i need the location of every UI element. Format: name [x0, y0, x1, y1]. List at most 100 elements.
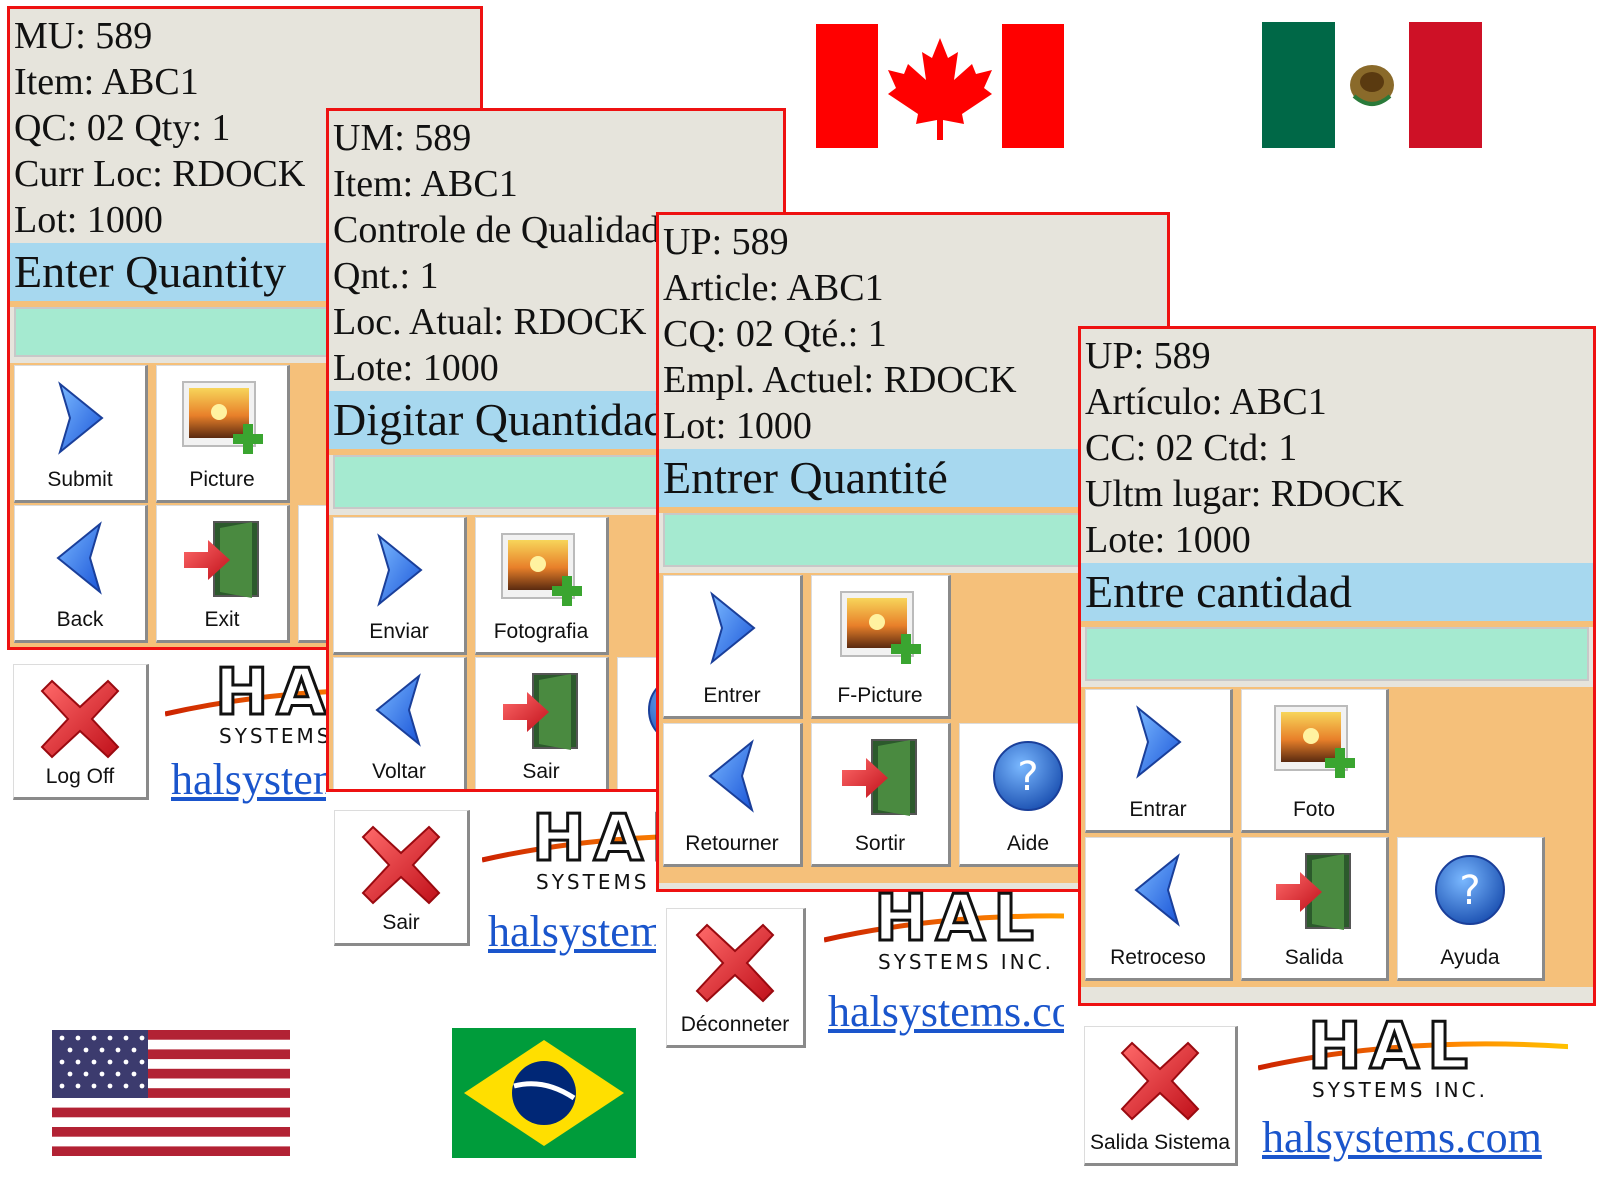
back-button[interactable]: Back — [14, 505, 148, 643]
usa-flag — [52, 1030, 290, 1156]
picture-label: F-Picture — [837, 684, 923, 707]
hal-logo: HAL SYSTEMS INC. — [824, 888, 1064, 988]
svg-text:?: ? — [1459, 868, 1480, 914]
logo-text: HAL — [1307, 1016, 1476, 1086]
picture-add-icon — [840, 591, 921, 664]
back-label: Retourner — [685, 832, 779, 855]
exit-door-icon — [1276, 853, 1351, 930]
logo-subtitle: SYSTEMS INC. — [878, 950, 1054, 974]
info-line: Lote: 1000 — [333, 347, 499, 389]
submit-label: Entrer — [703, 684, 761, 707]
divider — [1081, 621, 1593, 627]
chevron-left-icon — [1134, 853, 1180, 927]
chevron-left-icon — [375, 673, 421, 747]
log-off-button[interactable]: Salida Sistema — [1084, 1026, 1238, 1166]
info-line: Loc. Atual: RDOCK — [333, 301, 647, 343]
submit-button[interactable]: Submit — [14, 365, 148, 503]
website-link[interactable]: halsystems.com — [488, 907, 658, 956]
logo-subtitle: SYSTEMS INC. — [219, 724, 327, 748]
picture-button[interactable]: Foto — [1241, 689, 1389, 833]
exit-label: Exit — [204, 608, 240, 631]
submit-button[interactable]: Enviar — [333, 517, 467, 655]
exit-button[interactable]: Exit — [156, 505, 290, 643]
website-link[interactable]: halsystems.com — [171, 755, 327, 804]
info-line: UP: 589 — [663, 221, 789, 263]
submit-label: Submit — [47, 468, 113, 491]
info-block: UP: 589 Artículo: ABC1 CC: 02 Ctd: 1 Ult… — [1081, 329, 1593, 563]
info-line: Lote: 1000 — [1085, 519, 1251, 561]
help-button[interactable]: ? Aide — [959, 723, 1099, 867]
logo-text: HAL — [214, 662, 327, 732]
submit-label: Enviar — [369, 620, 429, 643]
exit-label: Sortir — [854, 832, 906, 855]
logo-subtitle: SYSTEMS INC. — [1312, 1078, 1488, 1102]
logo-text: HAL — [531, 808, 658, 878]
exit-button[interactable]: Salida — [1241, 837, 1389, 981]
hal-logo: HAL SYSTEMS INC. — [165, 662, 327, 752]
log-off-button[interactable]: Déconneter — [666, 908, 806, 1048]
close-x-icon — [695, 923, 775, 1003]
log-off-label: Sair — [382, 911, 420, 934]
submit-label: Entrar — [1129, 798, 1187, 821]
info-line: Empl. Actuel: RDOCK — [663, 359, 1017, 401]
chevron-left-icon — [56, 521, 102, 595]
picture-button[interactable]: F-Picture — [811, 575, 951, 719]
info-line: MU: 589 — [14, 15, 153, 57]
picture-button[interactable]: Fotografia — [475, 517, 609, 655]
back-label: Voltar — [372, 760, 426, 783]
close-x-icon — [1120, 1041, 1200, 1121]
chevron-right-icon — [377, 533, 423, 607]
help-icon: ? — [1435, 855, 1505, 925]
log-off-label: Log Off — [45, 765, 115, 788]
info-line: Curr Loc: RDOCK — [14, 153, 306, 195]
info-line: Controle de Qualidade — [333, 209, 678, 251]
picture-button[interactable]: Picture — [156, 365, 290, 503]
chevron-right-icon — [1136, 705, 1182, 779]
picture-label: Fotografia — [493, 620, 589, 643]
info-line: Lot: 1000 — [663, 405, 812, 447]
info-block: MU: 589 Item: ABC1 QC: 02 Qty: 1 Curr Lo… — [10, 9, 480, 243]
picture-add-icon — [182, 381, 263, 454]
exit-label: Salida — [1284, 946, 1344, 969]
back-label: Retroceso — [1110, 946, 1206, 969]
submit-button[interactable]: Entrar — [1085, 689, 1233, 833]
mexico-flag — [1262, 22, 1482, 148]
close-x-icon — [40, 679, 120, 759]
help-label: Ayuda — [1440, 946, 1500, 969]
chevron-left-icon — [708, 739, 754, 813]
divider — [10, 301, 480, 307]
back-button[interactable]: Retroceso — [1085, 837, 1233, 981]
hal-logo: HAL SYSTEMS INC. — [1258, 1016, 1568, 1116]
website-link[interactable]: halsystems.com — [1262, 1113, 1542, 1162]
divider — [659, 507, 1167, 513]
exit-button[interactable]: Sortir — [811, 723, 951, 867]
back-button[interactable]: Voltar — [333, 657, 467, 789]
info-line: Item: ABC1 — [333, 163, 518, 205]
info-line: CC: 02 Ctd: 1 — [1085, 427, 1298, 469]
help-button[interactable]: ? Ayuda — [1397, 837, 1545, 981]
website-link[interactable]: halsystems.com — [828, 987, 1064, 1036]
logo-subtitle: SYSTEMS INC. — [536, 870, 658, 894]
exit-label: Sair — [522, 760, 560, 783]
picture-add-icon — [501, 533, 582, 606]
log-off-button[interactable]: Sair — [334, 810, 470, 946]
info-line: Item: ABC1 — [14, 61, 199, 103]
picture-label: Picture — [189, 468, 255, 491]
submit-button[interactable]: Entrer — [663, 575, 803, 719]
info-line: Article: ABC1 — [663, 267, 884, 309]
log-off-button[interactable]: Log Off — [13, 664, 149, 800]
exit-door-icon — [503, 673, 578, 750]
info-line: UM: 589 — [333, 117, 472, 159]
back-button[interactable]: Retourner — [663, 723, 803, 867]
back-label: Back — [56, 608, 104, 631]
button-grid: Entrar Foto Retroceso — [1081, 687, 1593, 987]
info-block: UP: 589 Article: ABC1 CQ: 02 Qté.: 1 Emp… — [659, 215, 1167, 449]
form-frame: UP: 589 Artículo: ABC1 CC: 02 Ctd: 1 Ult… — [1078, 326, 1596, 1006]
close-x-icon — [361, 825, 441, 905]
svg-text:?: ? — [1017, 754, 1038, 800]
brazil-flag — [452, 1028, 636, 1158]
help-label: Aide — [1006, 832, 1050, 855]
exit-button[interactable]: Sair — [475, 657, 609, 789]
quantity-input[interactable] — [1085, 627, 1589, 681]
info-line: Lot: 1000 — [14, 199, 163, 241]
